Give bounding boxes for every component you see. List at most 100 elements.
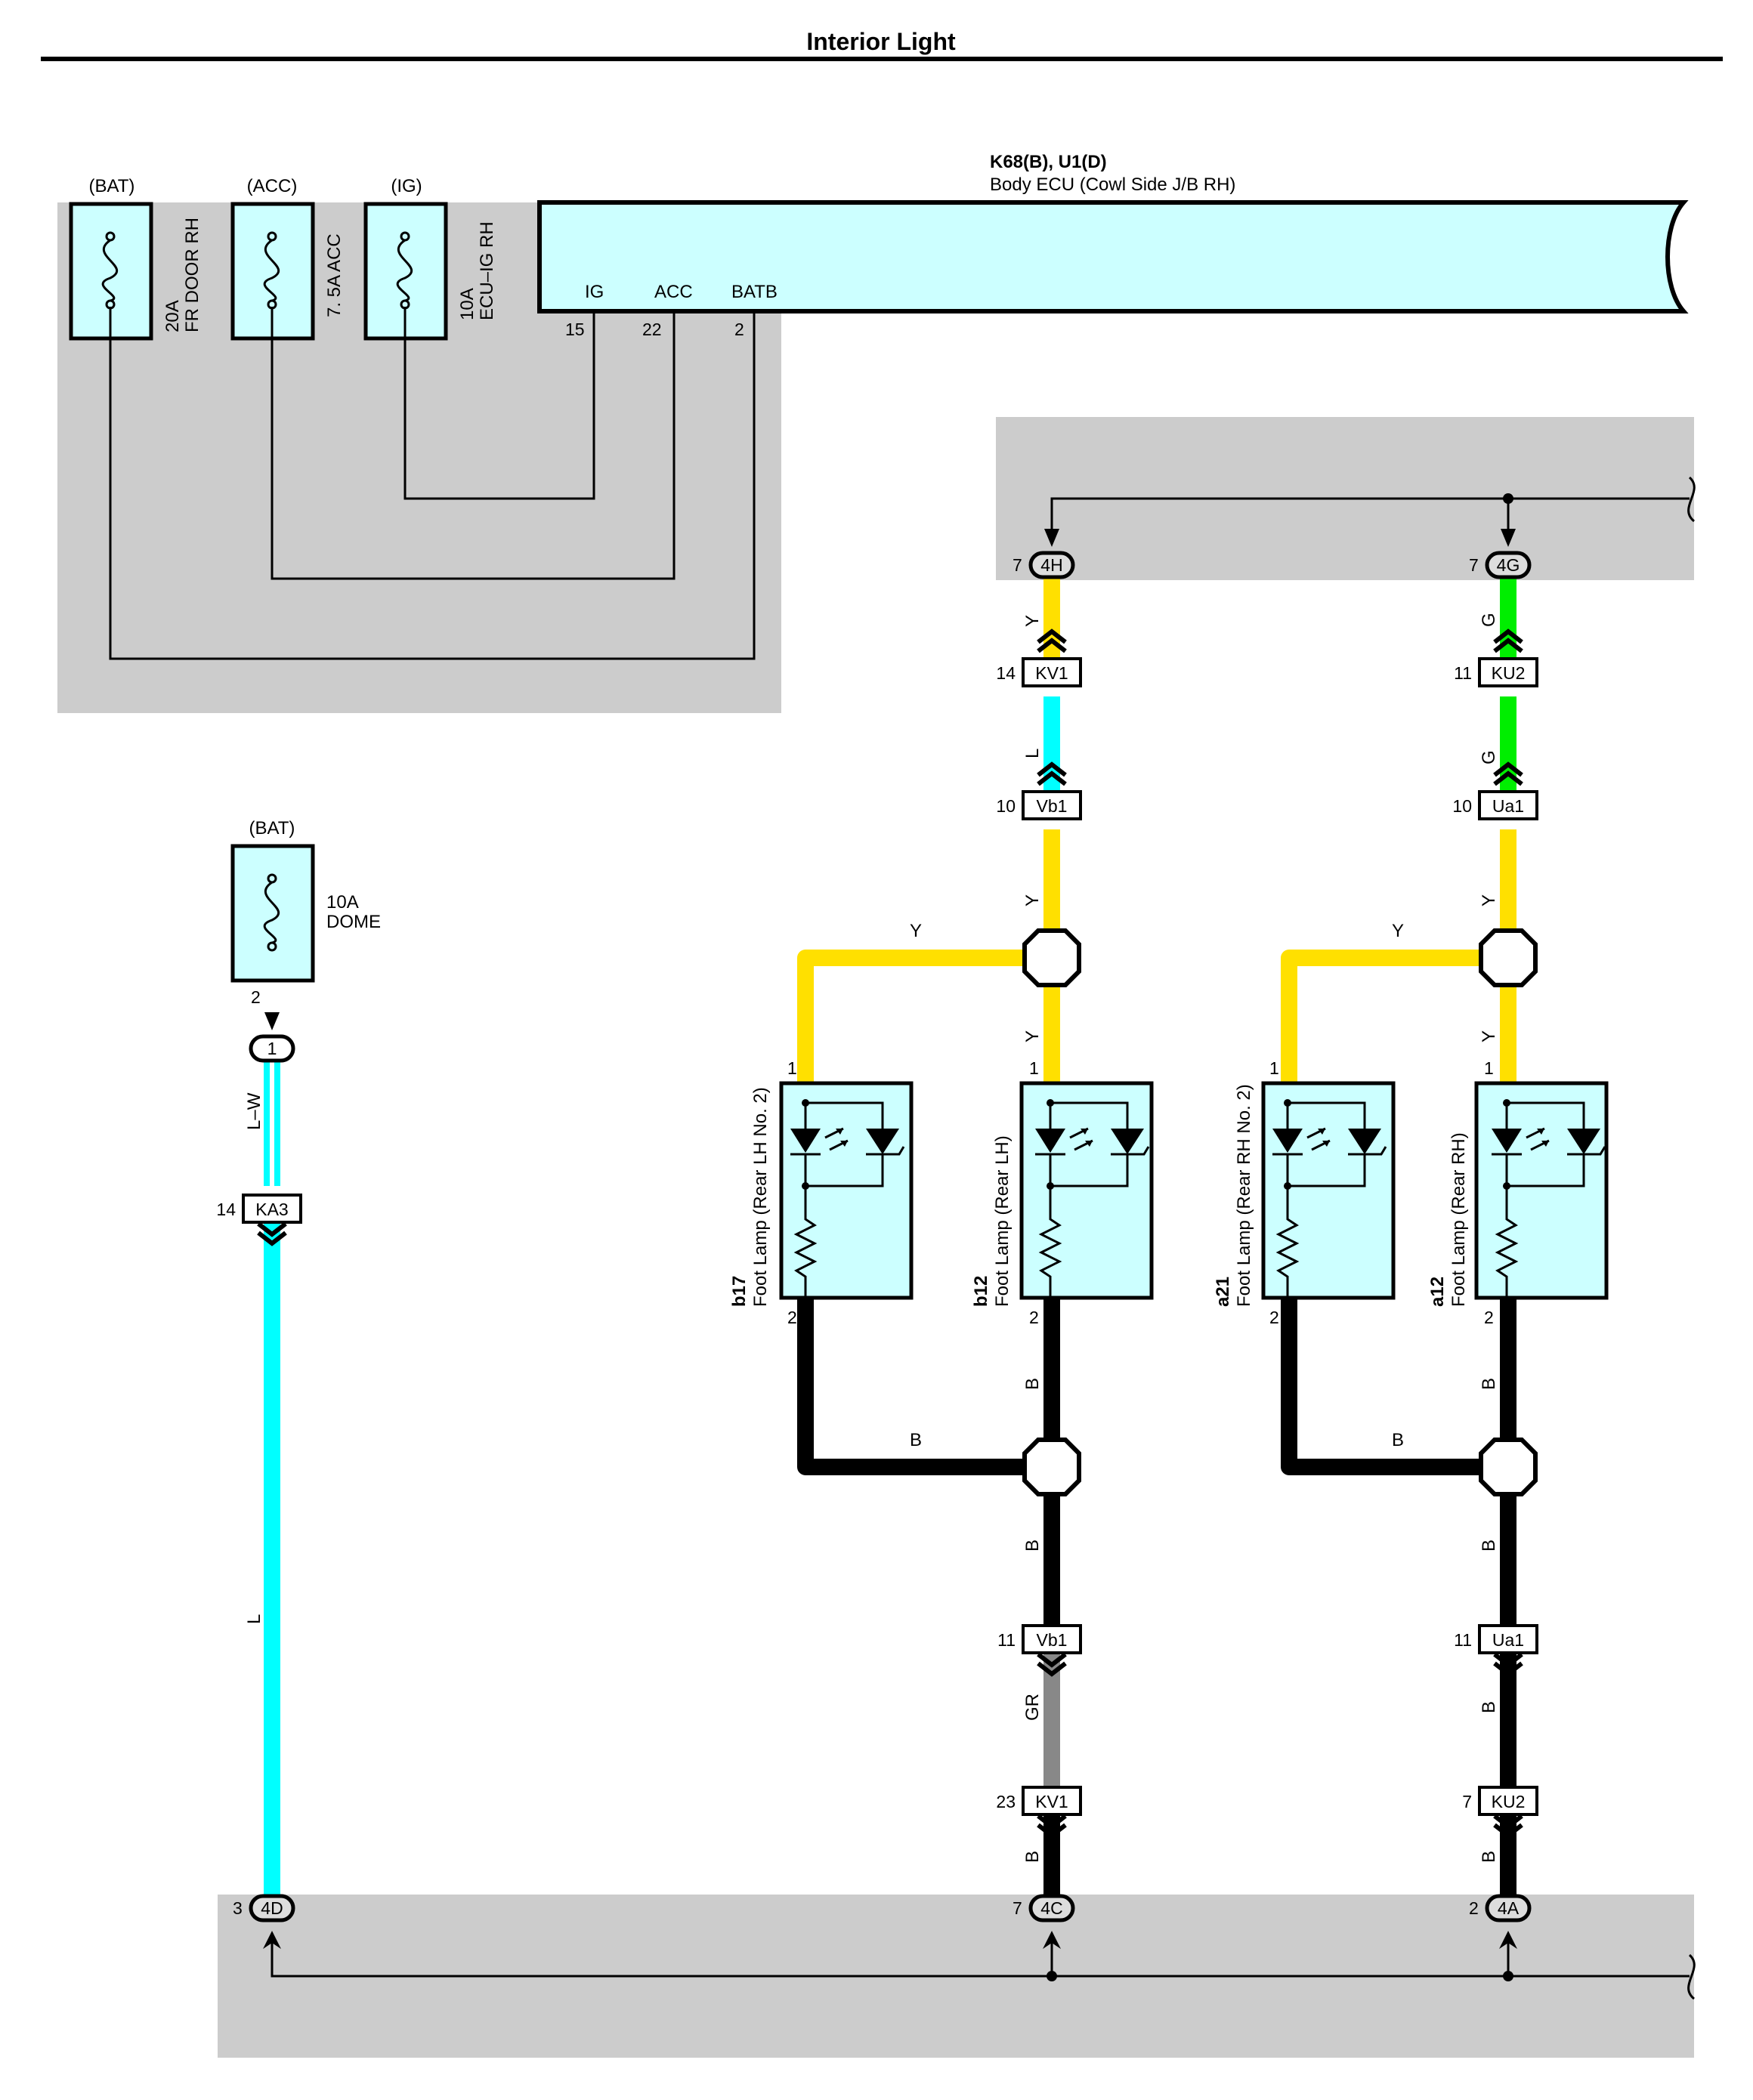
lamp-pin-bottom: 2 <box>1269 1308 1279 1327</box>
connector-id: KV1 <box>1035 1792 1068 1811</box>
wire-y <box>797 950 1025 1083</box>
junction-id: 4G <box>1497 555 1520 575</box>
foot-lamp-b17: b17 Foot Lamp (Rear LH No. 2) 1 2 <box>729 1058 914 1327</box>
chevron-icon <box>1037 1661 1067 1677</box>
wire-label: G <box>1479 750 1499 764</box>
body-ecu-code: K68(B), U1(D) <box>990 152 1107 172</box>
lamp-code: b12 <box>971 1276 991 1307</box>
junction-4a: 4A 2 <box>1469 1894 1532 1922</box>
splices <box>1022 928 1538 1496</box>
wire-b <box>1281 1298 1481 1475</box>
wire-label: Y <box>1479 1030 1499 1042</box>
connector-id: Vb1 <box>1037 796 1068 816</box>
arrow-markers <box>263 529 1517 1949</box>
lamp-pin-top: 1 <box>1029 1058 1039 1078</box>
wire-label: B <box>1479 1851 1499 1863</box>
chevron-icon <box>257 1231 287 1246</box>
lamp-pin-bottom: 2 <box>1029 1308 1039 1327</box>
wire-label: Y <box>910 921 922 941</box>
chevron-icon <box>1493 761 1523 777</box>
foot-lamp-a12: a12 Foot Lamp (Rear RH) 1 2 <box>1427 1058 1609 1327</box>
junction-id: 4D <box>261 1898 283 1918</box>
wire-y <box>1281 950 1481 1083</box>
lamp-pin-bottom: 2 <box>787 1308 797 1327</box>
wire-label: L <box>244 1614 264 1624</box>
ecu-terminal-acc-pin: 22 <box>642 320 662 339</box>
connector-pin: 11 <box>1454 663 1472 683</box>
connector-box <box>1478 657 1538 687</box>
junction-pin: 3 <box>233 1898 243 1918</box>
lamp-code: a21 <box>1213 1277 1233 1307</box>
junction-4d: 4D 3 <box>233 1894 295 1922</box>
fuse-name-label: DOME <box>326 912 381 932</box>
connector-id: Ua1 <box>1492 796 1524 816</box>
connector-pin: 23 <box>996 1792 1016 1811</box>
page-title: Interior Light <box>806 28 956 55</box>
wire-label: B <box>1392 1430 1404 1450</box>
bus-junction-dot <box>1503 1971 1513 1981</box>
wire-label: B <box>1479 1378 1499 1390</box>
wire-label: G <box>1479 613 1499 627</box>
connector-box <box>1022 657 1082 687</box>
lamp-box <box>1474 1081 1609 1300</box>
lamp-name: Foot Lamp (Rear LH) <box>992 1135 1013 1307</box>
fuse-name-label: FR DOOR RH <box>182 218 203 332</box>
lamp-code: a12 <box>1427 1277 1448 1307</box>
junction-4c: 4C 7 <box>1013 1894 1075 1922</box>
junction-id: 4A <box>1498 1898 1520 1918</box>
fuse-box <box>230 844 315 983</box>
lamp-box <box>1261 1081 1396 1300</box>
fuse-ecu-ig-rh: (IG) 10A ECU–IG RH <box>363 176 497 341</box>
wire-label: L–W <box>244 1092 264 1130</box>
foot-lamp-b12: b12 Foot Lamp (Rear LH) 1 2 <box>971 1058 1154 1327</box>
connector-id: Vb1 <box>1037 1630 1068 1650</box>
wire-label: GR <box>1022 1694 1043 1721</box>
junction-pin: 2 <box>1469 1898 1479 1918</box>
junction-4h: 4H 7 <box>1013 551 1075 579</box>
fuse-ecu-wires <box>109 307 756 660</box>
connector-id: KU2 <box>1492 1792 1526 1811</box>
fuse-source-label: (IG) <box>391 176 422 196</box>
lamp-pin-bottom: 2 <box>1484 1308 1494 1327</box>
ecu-terminal-batb-label: BATB <box>731 282 778 302</box>
splice-col2-lower <box>1479 1438 1538 1496</box>
chevron-icon <box>1037 1814 1067 1830</box>
chevron-icon <box>1493 1823 1523 1839</box>
lamp-box <box>779 1081 914 1300</box>
junction-pin: 7 <box>1013 555 1022 575</box>
lamp-code: b17 <box>729 1276 750 1307</box>
connector-pin: 11 <box>997 1630 1016 1650</box>
fuse-rating-label: 10A <box>326 892 359 913</box>
connector-pin: 10 <box>996 796 1016 816</box>
chevron-icon <box>1037 1823 1067 1839</box>
chevron-icon <box>1037 761 1067 777</box>
junction-id: 4H <box>1040 555 1062 575</box>
junction-1: 1 <box>249 1034 295 1063</box>
body-ecu-name: Body ECU (Cowl Side J/B RH) <box>990 174 1235 195</box>
dome-pin-label: 2 <box>251 987 261 1007</box>
lamp-name: Foot Lamp (Rear RH No. 2) <box>1234 1084 1254 1307</box>
chevron-icon <box>1493 1652 1523 1668</box>
chevron-icon <box>1037 638 1067 653</box>
connector-vb1: Vb1 10 <box>996 761 1082 820</box>
chevron-icon <box>1493 638 1523 653</box>
wire-label: B <box>1022 1851 1043 1863</box>
connector-id: KV1 <box>1035 663 1068 683</box>
connector-box <box>242 1194 302 1224</box>
wire-label: Y <box>1022 615 1043 627</box>
lamp-pin-top: 1 <box>787 1058 797 1078</box>
splice-col2-upper <box>1479 928 1538 987</box>
wire-label: B <box>1022 1539 1043 1552</box>
wire-label: B <box>1479 1701 1499 1713</box>
connector-box <box>1478 790 1538 820</box>
chevron-icon <box>1037 628 1067 644</box>
fuse-dome: (BAT) 10A DOME 2 <box>230 818 381 1007</box>
wire-label: Y <box>1392 921 1404 941</box>
body-ecu-box <box>537 200 1689 313</box>
connector-kv1: KV1 23 <box>996 1786 1082 1839</box>
wire-label: Y <box>1022 1030 1043 1042</box>
